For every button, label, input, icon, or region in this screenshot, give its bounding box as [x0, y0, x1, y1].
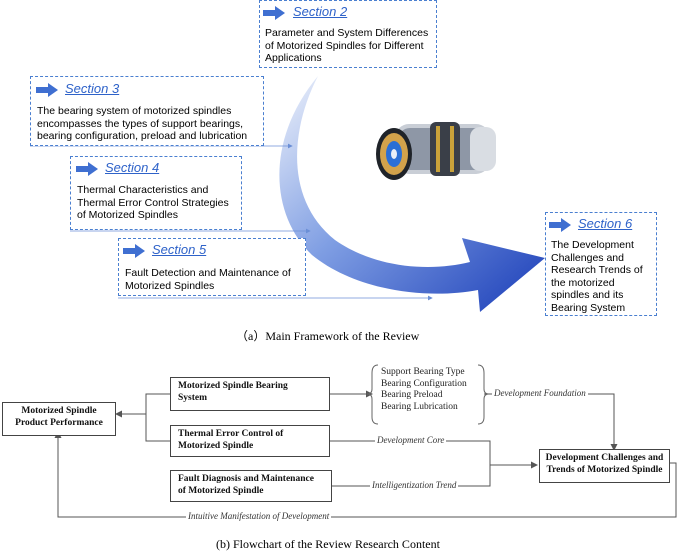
- motorized-spindle-image: [376, 122, 496, 180]
- thermal-line-1: Thermal Error Control of: [178, 429, 284, 439]
- list-item: Bearing Configuration: [381, 378, 467, 389]
- bearing-aspects-list: Support Bearing Type Bearing Configurati…: [381, 367, 467, 413]
- section-6-text: The Development Challenges and Research …: [551, 239, 643, 314]
- thermal-line-2: Motorized Spindle: [178, 440, 254, 451]
- section-3-text: The bearing system of motorized spindles…: [37, 105, 248, 142]
- section-6-arrow-icon: [549, 218, 571, 232]
- section-connectors: [30, 143, 433, 301]
- list-item: Bearing Preload: [381, 390, 443, 400]
- label-intuitive-manifestation: Intuitive Manifestation of Development: [186, 511, 332, 521]
- caption-a: （a）Main Framework of the Review: [236, 329, 420, 343]
- section-3-title: Section 3: [65, 81, 120, 96]
- development-trends-box: Development Challenges and Trends of Mot…: [539, 449, 670, 483]
- bearing-line-1: Motorized Spindle Bearing: [178, 381, 288, 391]
- caption-b: (b) Flowchart of the Review Research Con…: [216, 537, 440, 551]
- label-development-core: Development Core: [375, 435, 447, 445]
- section-3-arrow-icon: [36, 83, 58, 97]
- product-line-1: Motorized Spindle: [21, 406, 97, 416]
- label-development-foundation: Development Foundation: [492, 388, 588, 398]
- section-5-box: [118, 238, 306, 296]
- label-intelligentization-trend: Intelligentization Trend: [370, 480, 459, 490]
- trends-line-2: Trends of Motorized Spindle: [546, 464, 663, 475]
- section-6-title: Section 6: [578, 216, 633, 231]
- product-performance-box: Motorized Spindle Product Performance: [2, 402, 116, 436]
- section-5-text: Fault Detection and Maintenance of Motor…: [125, 267, 291, 292]
- thermal-error-box: Thermal Error Control of Motorized Spind…: [170, 425, 330, 457]
- section-2-arrow-icon: [263, 6, 285, 20]
- section-2-box: [259, 0, 437, 68]
- bearing-system-box: Motorized Spindle Bearing System: [170, 377, 330, 411]
- fault-line-2: of Motorized Spindle: [178, 485, 264, 496]
- section-2-text: Parameter and System Differences of Moto…: [265, 27, 429, 64]
- bearing-line-2: System: [178, 392, 208, 403]
- curved-flow-arrow: [279, 76, 545, 312]
- section-4-arrow-icon: [76, 162, 98, 176]
- list-item: Support Bearing Type: [381, 367, 465, 377]
- fault-diagnosis-box: Fault Diagnosis and Maintenance of Motor…: [170, 470, 332, 502]
- section-4-box: [70, 156, 242, 230]
- section-4-title: Section 4: [105, 160, 160, 175]
- trends-line-1: Development Challenges and: [545, 453, 664, 463]
- section-3-box: [30, 76, 264, 146]
- section-5-arrow-icon: [123, 244, 145, 258]
- list-item: Bearing Lubrication: [381, 401, 458, 412]
- flowchart-connectors: [54, 364, 677, 518]
- section-5-title: Section 5: [152, 242, 207, 257]
- fault-line-1: Fault Diagnosis and Maintenance: [178, 474, 314, 484]
- section-4-text: Thermal Characteristics and Thermal Erro…: [77, 184, 229, 221]
- section-2-title: Section 2: [293, 4, 348, 19]
- product-line-2: Product Performance: [15, 417, 103, 428]
